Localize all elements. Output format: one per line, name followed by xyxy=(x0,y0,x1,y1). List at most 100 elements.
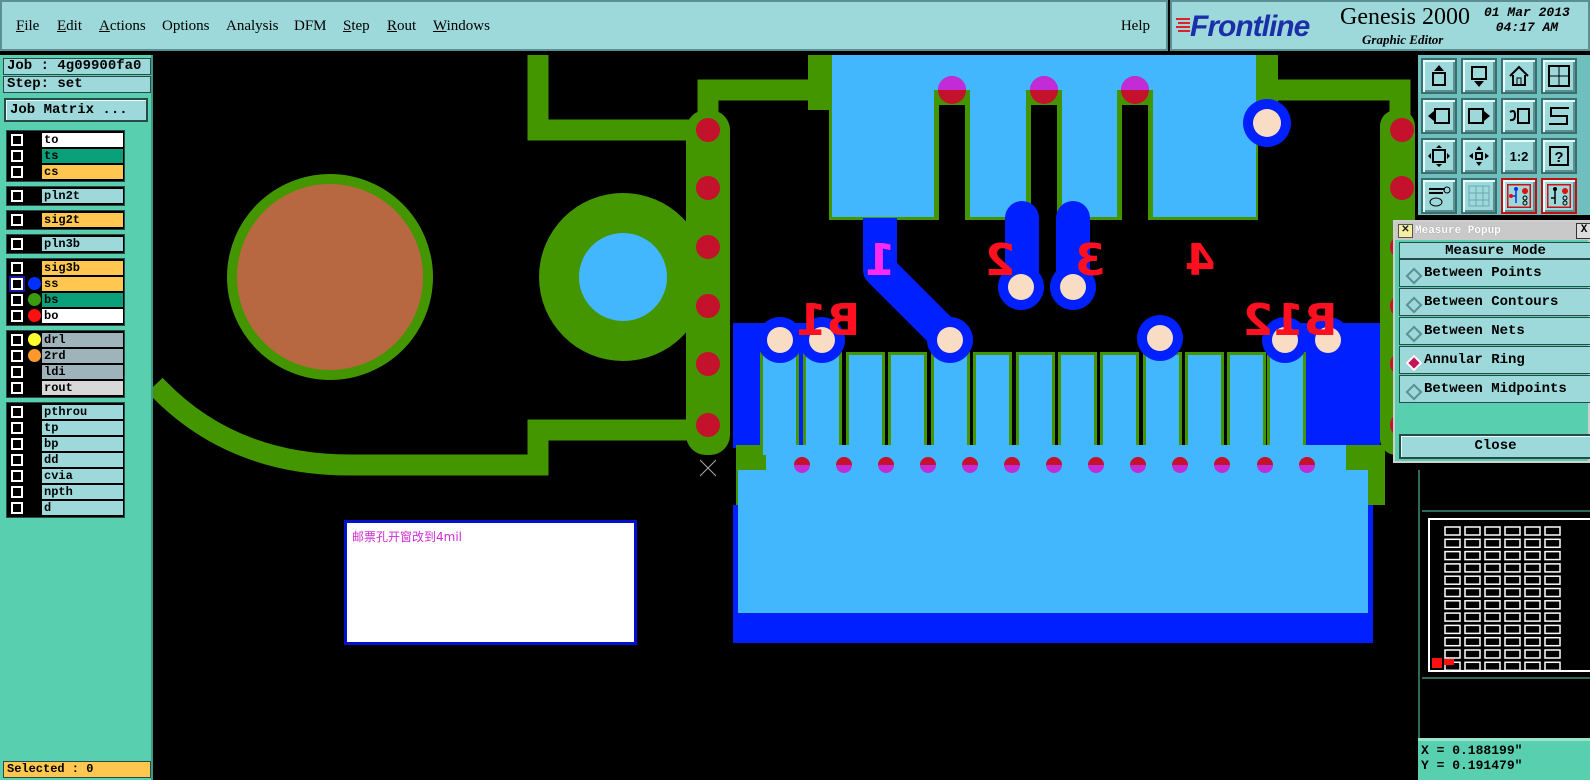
window-menu-icon[interactable]: ✕ xyxy=(1398,224,1413,238)
menu-windows[interactable]: Windows xyxy=(433,18,490,35)
overview-panel-unit xyxy=(1484,538,1501,549)
layer-checkbox[interactable] xyxy=(11,486,23,498)
layer-row-ts[interactable]: ts xyxy=(9,149,123,163)
layer-checkbox[interactable] xyxy=(11,190,23,202)
annotation-note[interactable]: 邮票孔开窗改到4mil xyxy=(344,520,637,645)
layer-row-bs[interactable]: bs xyxy=(9,293,123,307)
layer-checkbox[interactable] xyxy=(11,334,23,346)
menu-step[interactable]: Step xyxy=(343,18,370,35)
snap-button[interactable] xyxy=(1541,98,1577,134)
menu-help[interactable]: Help xyxy=(1120,18,1150,34)
layer-checkbox[interactable] xyxy=(11,366,23,378)
layer-row-d[interactable]: d xyxy=(9,501,123,515)
layer-checkbox[interactable] xyxy=(11,150,23,162)
layer-row-ldi[interactable]: ldi xyxy=(9,365,123,379)
layer-row-cvia[interactable]: cvia xyxy=(9,469,123,483)
undo-zoom-button[interactable] xyxy=(1501,98,1537,134)
layer-row-dd[interactable]: dd xyxy=(9,453,123,467)
pan-down-button[interactable] xyxy=(1461,58,1497,94)
layer-color-dot-icon[interactable] xyxy=(28,293,41,306)
menu-options[interactable]: Options xyxy=(162,18,210,35)
layer-checkbox[interactable] xyxy=(11,134,23,146)
measure-option-between-points[interactable]: Between Points xyxy=(1399,259,1590,287)
menu-dfm[interactable]: DFM xyxy=(294,18,327,35)
one-to-one-button[interactable]: 1:2 xyxy=(1501,138,1537,174)
layer-row-to[interactable]: to xyxy=(9,133,123,147)
layer-color-dot-icon[interactable] xyxy=(28,333,41,346)
via-hole-top-right xyxy=(1253,109,1281,137)
home-button[interactable] xyxy=(1501,58,1537,94)
layer-row-drl[interactable]: drl xyxy=(9,333,123,347)
via-drill-half xyxy=(1172,457,1188,465)
layer-color-dot-icon[interactable] xyxy=(28,277,41,290)
layer-checkbox[interactable] xyxy=(11,422,23,434)
zoom-out-button[interactable] xyxy=(1421,138,1457,174)
layer-name: ss xyxy=(42,277,123,291)
job-matrix-button[interactable]: Job Matrix ... xyxy=(4,98,148,122)
popup-titlebar[interactable]: ✕ Measure Popup X xyxy=(1395,222,1590,240)
layer-row-bo[interactable]: bo xyxy=(9,309,123,323)
pan-up-button[interactable] xyxy=(1421,58,1457,94)
layer-row-tp[interactable]: tp xyxy=(9,421,123,435)
netlist-a-button[interactable] xyxy=(1501,178,1537,214)
layer-color-dot-icon[interactable] xyxy=(28,349,41,362)
layer-checkbox[interactable] xyxy=(11,406,23,418)
help-query-button[interactable]: ? xyxy=(1541,138,1577,174)
pan-left-button[interactable] xyxy=(1421,98,1457,134)
radio-unselected-icon[interactable] xyxy=(1405,267,1423,285)
layer-row-pthrou[interactable]: pthrou xyxy=(9,405,123,419)
layer-row-bp[interactable]: bp xyxy=(9,437,123,451)
measure-option-annular-ring[interactable]: Annular Ring xyxy=(1399,346,1590,374)
layer-row-cs[interactable]: cs xyxy=(9,165,123,179)
layer-checkbox[interactable] xyxy=(9,276,25,292)
measure-option-between-midpoints[interactable]: Between Midpoints xyxy=(1399,375,1590,403)
layer-row-rout[interactable]: rout xyxy=(9,381,123,395)
grid-button[interactable] xyxy=(1461,178,1497,214)
layer-color-dot-icon[interactable] xyxy=(28,309,41,322)
layer-checkbox[interactable] xyxy=(11,166,23,178)
close-button[interactable]: Close xyxy=(1399,434,1590,459)
layer-row-sig3b[interactable]: sig3b xyxy=(9,261,123,275)
connector-finger xyxy=(891,355,924,455)
layer-row-sig2t[interactable]: sig2t xyxy=(9,213,123,227)
layer-row-pln3b[interactable]: pln3b xyxy=(9,237,123,251)
menu-rout[interactable]: Rout xyxy=(387,18,416,35)
layer-row-2rd[interactable]: 2rd xyxy=(9,349,123,363)
layer-row-npth[interactable]: npth xyxy=(9,485,123,499)
layer-checkbox[interactable] xyxy=(11,454,23,466)
overview-panel-unit xyxy=(1464,526,1481,536)
layer-checkbox[interactable] xyxy=(11,214,23,226)
layer-checkbox[interactable] xyxy=(11,262,23,274)
popup-close-icon[interactable]: X xyxy=(1576,223,1590,239)
radio-unselected-icon[interactable] xyxy=(1405,296,1423,314)
zoom-xy-button[interactable] xyxy=(1541,58,1577,94)
layer-checkbox[interactable] xyxy=(11,382,23,394)
layer-checkbox[interactable] xyxy=(11,350,23,362)
radio-unselected-icon[interactable] xyxy=(1405,383,1423,401)
layer-checkbox[interactable] xyxy=(11,502,23,514)
layer-checkbox[interactable] xyxy=(11,294,23,306)
measure-option-between-nets[interactable]: Between Nets xyxy=(1399,317,1590,345)
layer-checkbox[interactable] xyxy=(11,470,23,482)
layer-row-ss[interactable]: ss xyxy=(9,276,123,292)
overview-map[interactable] xyxy=(1422,510,1590,679)
radio-selected-icon[interactable] xyxy=(1405,354,1423,372)
netlist-b-button[interactable] xyxy=(1541,178,1577,214)
zoom-fit-button[interactable] xyxy=(1461,138,1497,174)
job-name: Job : 4g09900fa0 xyxy=(3,58,151,75)
layer-checkbox[interactable] xyxy=(11,310,23,322)
menu-actions[interactable]: Actions xyxy=(99,18,146,35)
menu-edit[interactable]: Edit xyxy=(57,18,82,35)
layer-checkbox[interactable] xyxy=(11,238,23,250)
tools-palette-button[interactable] xyxy=(1421,178,1457,214)
pan-right-button[interactable] xyxy=(1461,98,1497,134)
layer-row-pln2t[interactable]: pln2t xyxy=(9,189,123,203)
menu-label-rest: tep xyxy=(351,18,370,34)
layer-checkbox[interactable] xyxy=(11,438,23,450)
menu-file[interactable]: File xyxy=(16,18,39,35)
radio-unselected-icon[interactable] xyxy=(1405,325,1423,343)
overview-panel-unit xyxy=(1524,550,1541,561)
menu-analysis[interactable]: Analysis xyxy=(226,18,279,35)
measure-option-between-contours[interactable]: Between Contours xyxy=(1399,288,1590,316)
